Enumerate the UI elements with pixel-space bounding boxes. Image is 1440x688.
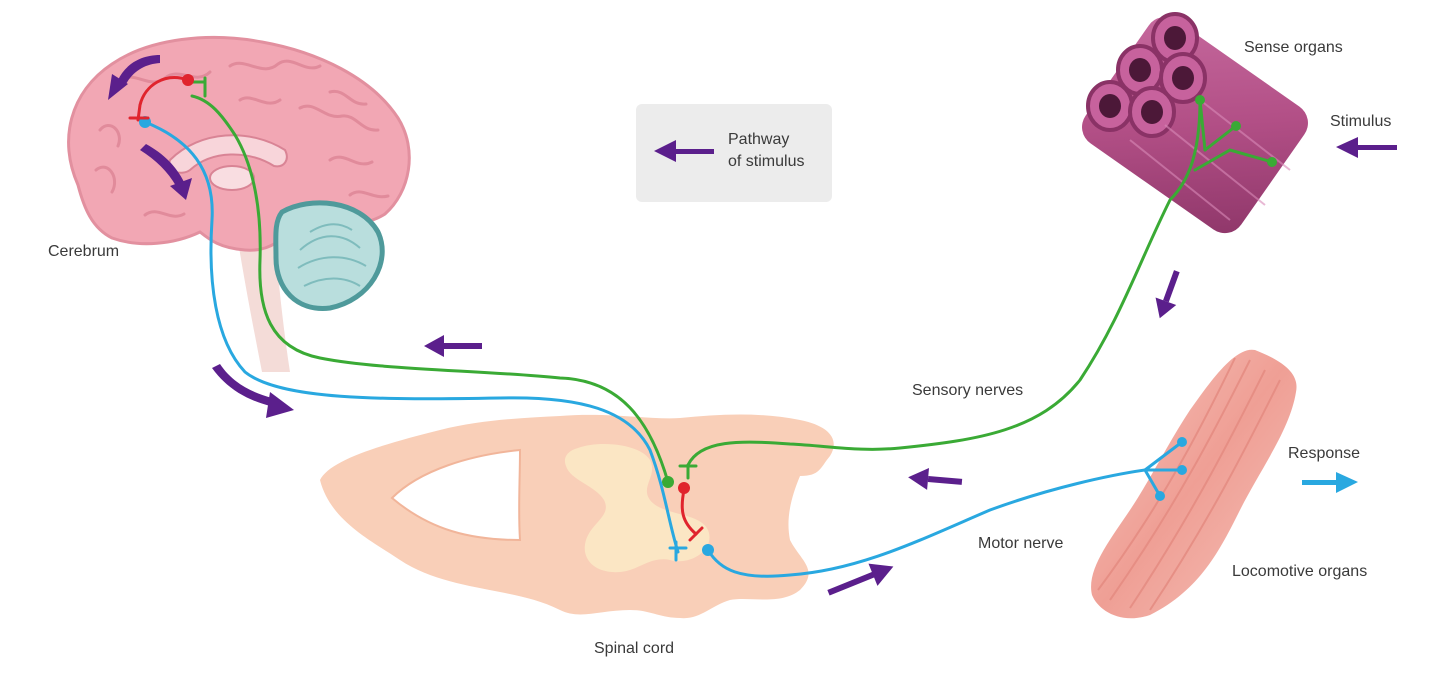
label-response: Response [1288, 445, 1360, 462]
motor-endplate-dot [1177, 437, 1187, 447]
legend-line-1: Pathway [728, 131, 789, 148]
pathway-arrow-to-spinal [908, 467, 963, 490]
brain-arrow-middle-head [170, 178, 192, 200]
sensory-receptor-dot [1195, 95, 1205, 105]
label-cerebrum: Cerebrum [48, 243, 119, 260]
sensory-synapse-dot [662, 476, 674, 488]
sensory-receptor-dot [1267, 157, 1277, 167]
locomotive-organ-muscle [1091, 349, 1297, 619]
response-arrow [1302, 472, 1358, 493]
label-stimulus: Stimulus [1330, 113, 1391, 130]
thalamus [209, 165, 255, 191]
legend-arrow-icon [654, 140, 714, 162]
interneuron-spinal [680, 488, 704, 542]
pathway-arrow-down [1155, 270, 1180, 319]
tube-openings [1086, 12, 1207, 138]
label-sensory-nerves: Sensory nerves [912, 382, 1023, 399]
label-motor-nerve: Motor nerve [978, 535, 1063, 552]
pathway-arrow-to-brain [424, 335, 482, 357]
motor-endplate-dot [1177, 465, 1187, 475]
brain-arrow-middle [140, 144, 184, 186]
interneuron-brain [128, 76, 190, 122]
pathway-arrow-motor [827, 563, 894, 596]
sensory-receptor-dot [1231, 121, 1241, 131]
brain-arrow-top [118, 55, 160, 84]
spinal-cord [320, 414, 834, 619]
legend-box: Pathway of stimulus [636, 104, 832, 202]
interneuron-spinal-dot [678, 482, 690, 494]
legend-line-2: of stimulus [728, 153, 804, 170]
stimulus-arrow [1336, 137, 1397, 158]
brain-arrow-top-head [108, 74, 128, 100]
motor-endplate-dot [1155, 491, 1165, 501]
motor-neuron-dot [702, 544, 714, 556]
sensory-nerve-path [190, 76, 1274, 484]
pathway-arrows [108, 55, 1397, 596]
label-spinal-cord: Spinal cord [594, 640, 674, 657]
cerebellum [273, 200, 385, 311]
label-locomotive-organs: Locomotive organs [1232, 563, 1367, 580]
sense-organs [1082, 12, 1308, 234]
brain-arrow-lower [212, 364, 272, 406]
interneuron-brain-dot [182, 74, 194, 86]
brain-arrow-lower-head [266, 392, 294, 418]
motor-nerve-path [143, 120, 1184, 578]
label-sense-organs: Sense organs [1244, 39, 1343, 56]
